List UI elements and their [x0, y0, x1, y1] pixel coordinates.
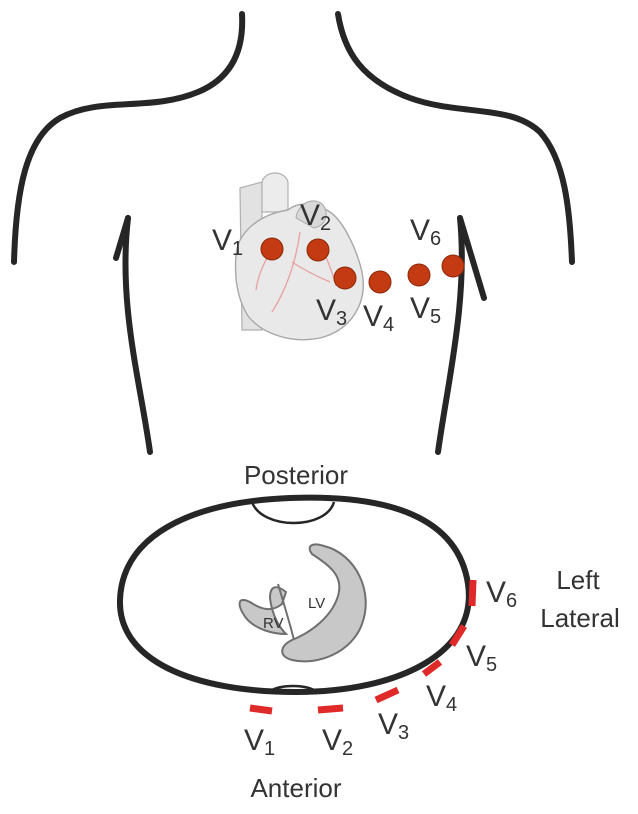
strip-v6 [472, 580, 473, 606]
xs-label-v5: V5 [466, 640, 497, 676]
chest-label-v5: V5 [410, 292, 441, 328]
cross-section-outline [120, 498, 469, 692]
lv-label: LV [308, 595, 325, 612]
electrode-v6 [442, 255, 464, 277]
left-lateral-label-line1: Left [556, 565, 600, 595]
xs-label-v1: V1 [244, 724, 275, 760]
chest-label-v2: V2 [300, 199, 331, 235]
rv-label: RV [263, 615, 284, 632]
chest-label-v4: V4 [363, 300, 394, 336]
electrode-v5 [408, 264, 430, 286]
anterior-label: Anterior [250, 773, 341, 803]
arm-edge-left [125, 218, 150, 452]
neck-right [338, 14, 572, 262]
arm-edge-right [438, 218, 462, 452]
electrode-v4 [369, 271, 391, 293]
chest-label-v1: V1 [212, 224, 243, 260]
strip-v1 [250, 708, 272, 711]
pulmonary-vessel [262, 173, 288, 212]
strip-v3 [376, 690, 398, 700]
strip-v2 [318, 708, 343, 710]
electrode-v3 [334, 267, 356, 289]
xs-label-v3: V3 [378, 708, 409, 744]
chest-label-v6: V6 [410, 214, 441, 250]
electrode-v1 [261, 238, 283, 260]
chest-cross-section: RV LV [120, 498, 469, 692]
xs-label-v4: V4 [426, 680, 457, 716]
left-lateral-label-line2: Lateral [540, 603, 620, 633]
xs-label-v2: V2 [322, 724, 353, 760]
posterior-label: Posterior [244, 460, 348, 490]
xs-label-v6: V6 [486, 576, 517, 612]
electrode-v2 [307, 239, 329, 261]
